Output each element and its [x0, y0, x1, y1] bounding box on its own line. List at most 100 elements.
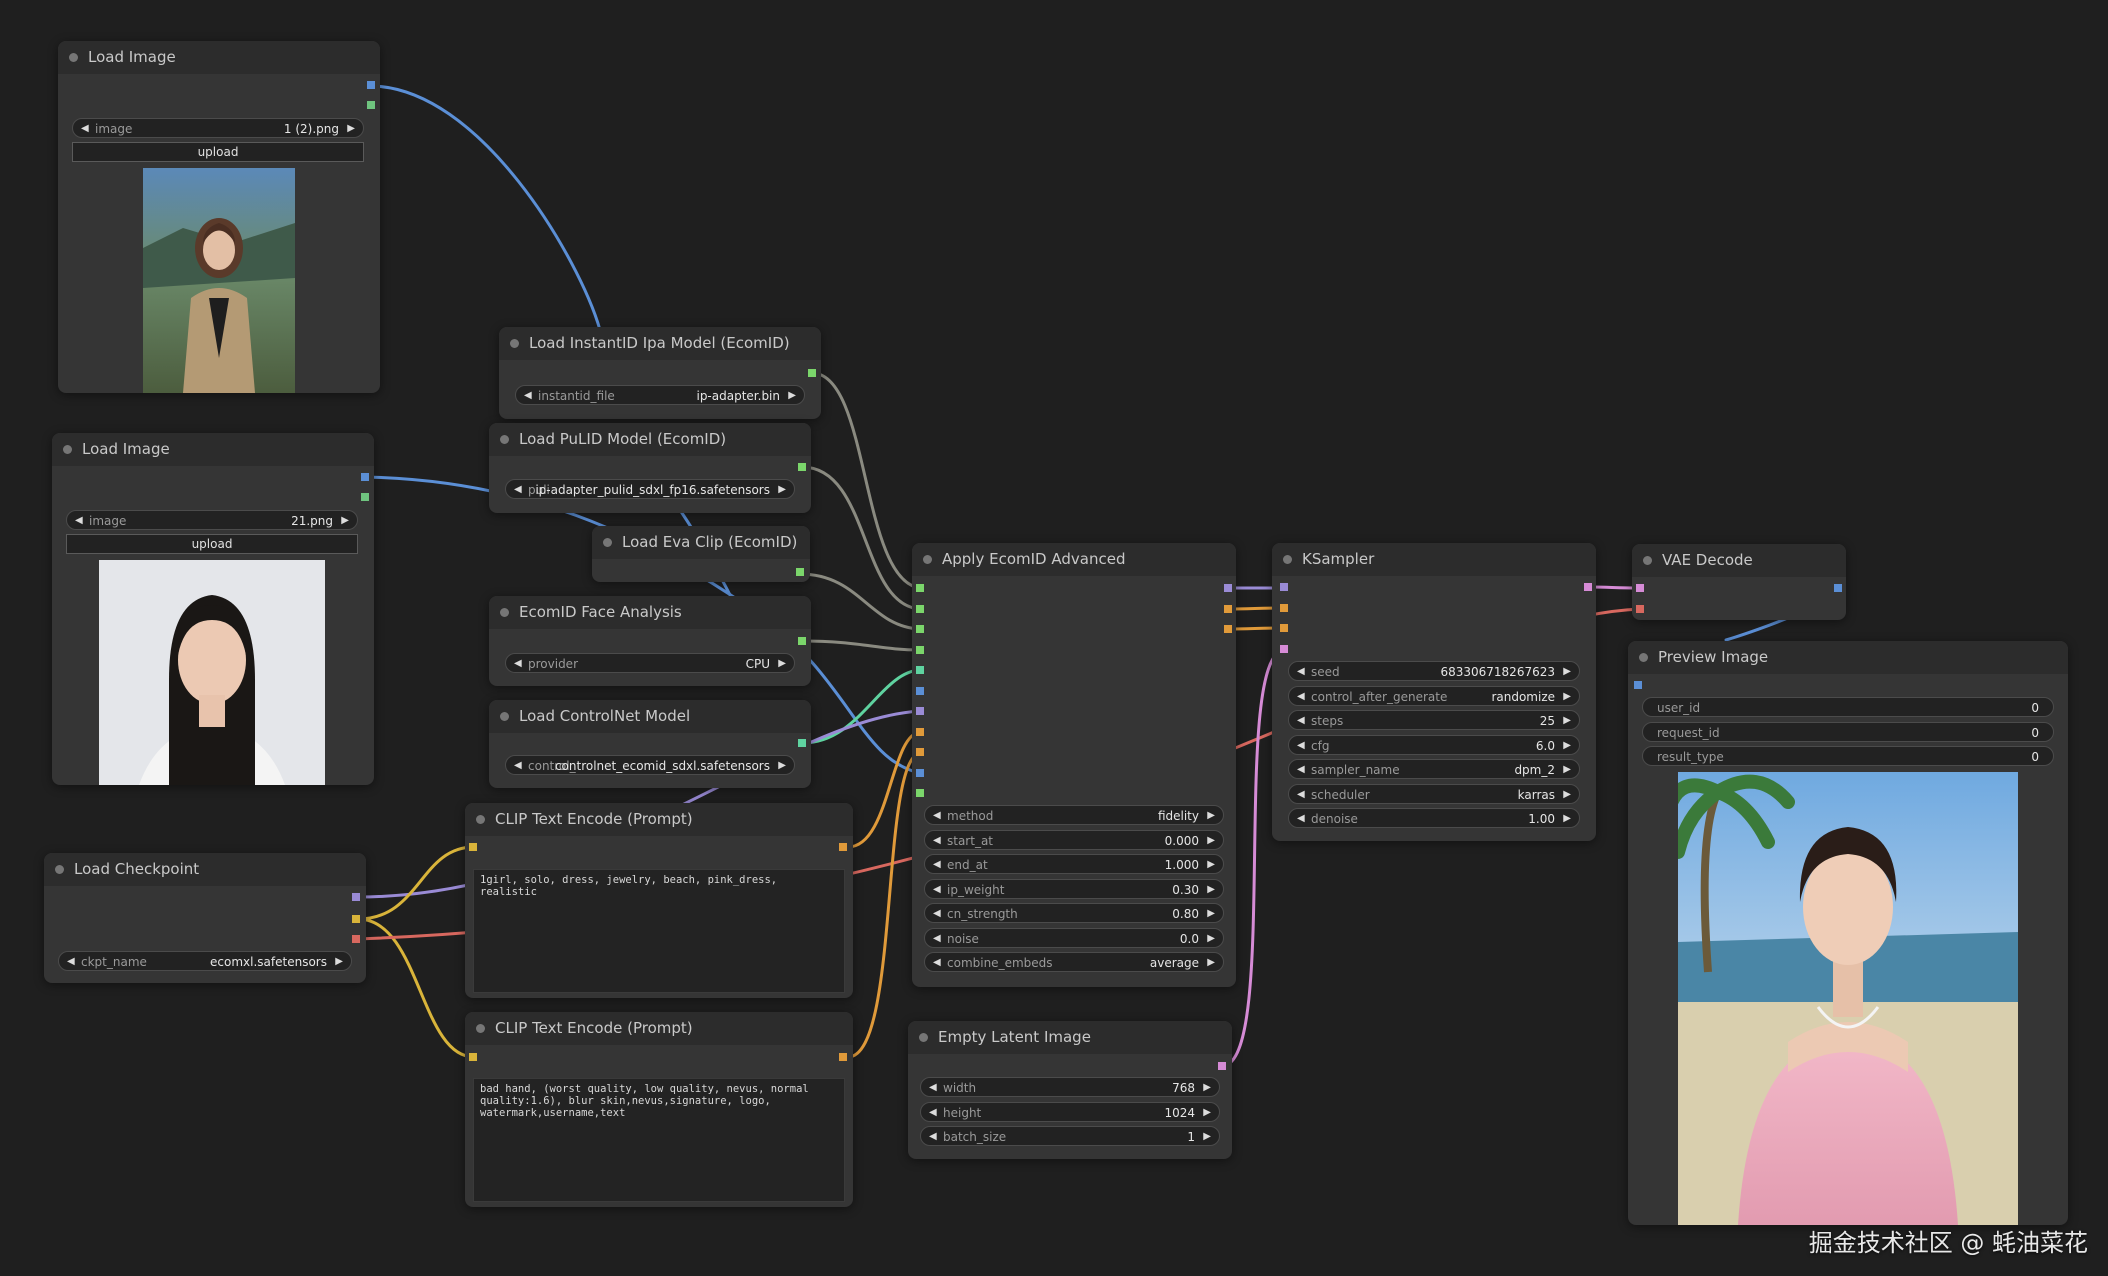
conditioning-output-slot[interactable] [839, 843, 847, 851]
arrow-right-icon[interactable]: ▶ [778, 484, 786, 495]
arrow-right-icon[interactable]: ▶ [1563, 788, 1571, 800]
arrow-right-icon[interactable]: ▶ [1203, 1082, 1211, 1093]
load-image-node-1[interactable]: Load Image ◀ image 1 (2).png ▶ upload [58, 41, 380, 393]
positive-input-slot[interactable] [1280, 604, 1288, 612]
arrow-right-icon[interactable]: ▶ [778, 658, 786, 669]
collapse-dot-icon[interactable] [500, 435, 509, 444]
arrow-right-icon[interactable]: ▶ [1203, 1131, 1211, 1142]
arrow-left-icon[interactable]: ◀ [1297, 739, 1305, 751]
node-title[interactable]: Load PuLID Model (EcomID) [489, 423, 811, 456]
arrow-left-icon[interactable]: ◀ [1297, 690, 1305, 702]
mask-input-slot[interactable] [916, 789, 924, 797]
collapse-dot-icon[interactable] [1643, 556, 1652, 565]
pulid-output-slot[interactable] [798, 463, 806, 471]
node-title[interactable]: EcomID Face Analysis [489, 596, 811, 629]
arrow-left-icon[interactable]: ◀ [929, 1131, 937, 1142]
node-title[interactable]: Load Image [58, 41, 380, 74]
vae-input-slot[interactable] [1636, 605, 1644, 613]
controlnet-file-widget[interactable]: ◀ control_ controlnet_ecomid_sdxl.safete… [505, 755, 795, 775]
controlnet-output-slot[interactable] [798, 739, 806, 747]
collapse-dot-icon[interactable] [55, 865, 64, 874]
collapse-dot-icon[interactable] [923, 555, 932, 564]
clip-output-slot[interactable] [352, 915, 360, 923]
arrow-right-icon[interactable]: ▶ [1563, 666, 1571, 677]
node-title[interactable]: CLIP Text Encode (Prompt) [465, 1012, 853, 1045]
arrow-right-icon[interactable]: ▶ [1207, 908, 1215, 919]
arrow-right-icon[interactable]: ▶ [1207, 957, 1215, 968]
node-title[interactable]: VAE Decode [1632, 544, 1846, 577]
model-output-slot[interactable] [352, 893, 360, 901]
arrow-right-icon[interactable]: ▶ [1207, 859, 1215, 870]
clip-text-encode-positive-node[interactable]: CLIP Text Encode (Prompt) 1girl, solo, d… [465, 803, 853, 998]
arrow-right-icon[interactable]: ▶ [341, 515, 349, 526]
arrow-left-icon[interactable]: ◀ [514, 658, 522, 669]
arrow-right-icon[interactable]: ▶ [778, 760, 786, 771]
image-output-slot[interactable] [367, 81, 375, 89]
conditioning-output-slot[interactable] [839, 1053, 847, 1061]
arrow-left-icon[interactable]: ◀ [75, 515, 83, 526]
instantid-file-widget[interactable]: ◀ instantid_file ip-adapter.bin ▶ [515, 385, 805, 405]
load-controlnet-node[interactable]: Load ControlNet Model ◀ control_ control… [489, 700, 811, 788]
negative-input-slot[interactable] [1280, 624, 1288, 632]
arrow-right-icon[interactable]: ▶ [1207, 883, 1215, 895]
arrow-right-icon[interactable]: ▶ [335, 956, 343, 967]
model-input-slot[interactable] [1280, 583, 1288, 591]
face-analysis-node[interactable]: EcomID Face Analysis ◀ provider CPU ▶ [489, 596, 811, 686]
node-title[interactable]: Load Checkpoint [44, 853, 366, 886]
image-select-widget[interactable]: ◀ image 21.png ▶ [66, 510, 358, 530]
arrow-right-icon[interactable]: ▶ [1563, 690, 1571, 702]
mask-output-slot[interactable] [367, 101, 375, 109]
clip-input-slot[interactable] [469, 843, 477, 851]
arrow-left-icon[interactable]: ◀ [933, 908, 941, 919]
node-title[interactable]: Empty Latent Image [908, 1021, 1232, 1054]
provider-widget[interactable]: ◀ provider CPU ▶ [505, 653, 795, 673]
vae-decode-node[interactable]: VAE Decode [1632, 544, 1846, 620]
arrow-right-icon[interactable]: ▶ [1563, 715, 1571, 726]
node-title[interactable]: CLIP Text Encode (Prompt) [465, 803, 853, 836]
collapse-dot-icon[interactable] [510, 339, 519, 348]
arrow-left-icon[interactable]: ◀ [929, 1106, 937, 1118]
image-output-slot[interactable] [1834, 584, 1842, 592]
mask-output-slot[interactable] [361, 493, 369, 501]
instantid-output-slot[interactable] [808, 369, 816, 377]
latent-output-slot[interactable] [1218, 1062, 1226, 1070]
collapse-dot-icon[interactable] [603, 538, 612, 547]
latent-image-input-slot[interactable] [1280, 645, 1288, 653]
arrow-left-icon[interactable]: ◀ [933, 859, 941, 870]
arrow-right-icon[interactable]: ▶ [1203, 1106, 1211, 1118]
arrow-right-icon[interactable]: ▶ [1207, 932, 1215, 944]
arrow-right-icon[interactable]: ▶ [1563, 764, 1571, 775]
arrow-left-icon[interactable]: ◀ [67, 956, 75, 967]
model-output-slot[interactable] [1224, 584, 1232, 592]
collapse-dot-icon[interactable] [69, 53, 78, 62]
collapse-dot-icon[interactable] [1283, 555, 1292, 564]
arrow-left-icon[interactable]: ◀ [1297, 813, 1305, 824]
ckpt-name-widget[interactable]: ◀ ckpt_name ecomxl.safetensors ▶ [58, 951, 352, 971]
latent-output-slot[interactable] [1584, 583, 1592, 591]
arrow-left-icon[interactable]: ◀ [514, 484, 522, 495]
arrow-right-icon[interactable]: ▶ [788, 390, 796, 401]
node-title[interactable]: Load Image [52, 433, 374, 466]
clip-input-slot[interactable] [469, 1053, 477, 1061]
node-title[interactable]: Load Eva Clip (EcomID) [592, 526, 810, 559]
eva-clip-input-slot[interactable] [916, 625, 924, 633]
collapse-dot-icon[interactable] [500, 608, 509, 617]
samples-input-slot[interactable] [1636, 584, 1644, 592]
arrow-left-icon[interactable]: ◀ [933, 932, 941, 944]
collapse-dot-icon[interactable] [476, 815, 485, 824]
upload-button[interactable]: upload [72, 142, 364, 162]
node-title[interactable]: Apply EcomID Advanced [912, 543, 1236, 576]
negative-input-slot[interactable] [916, 748, 924, 756]
collapse-dot-icon[interactable] [1639, 653, 1648, 662]
